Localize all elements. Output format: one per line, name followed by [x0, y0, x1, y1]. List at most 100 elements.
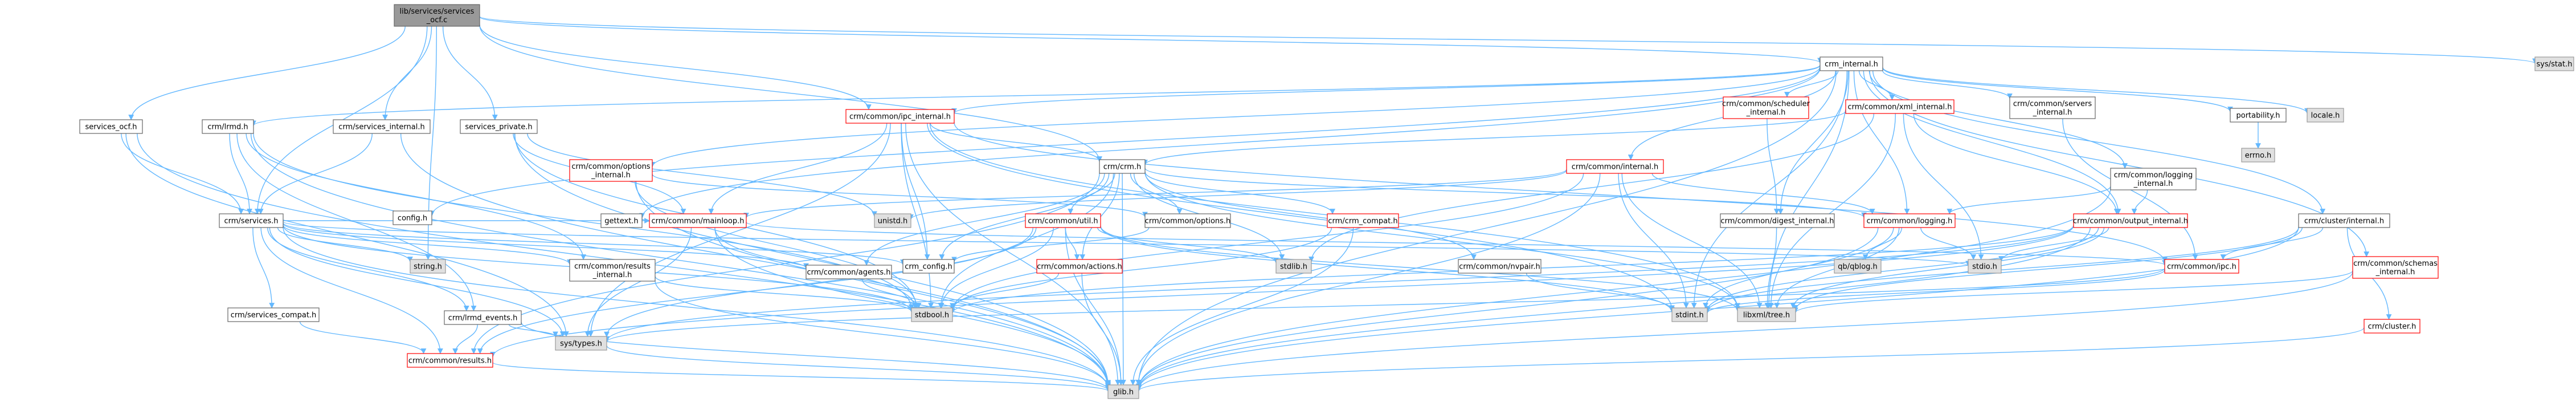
node-crm-cluster-internal-h[interactable]: crm/cluster/internal.h: [2298, 213, 2390, 228]
node-crm-common-schemas-internal-h[interactable]: crm/common/schemas_internal.h: [2352, 256, 2439, 279]
edge-crm_common_util_h-to-stdint_h: [1100, 226, 1675, 313]
node-crm-services-compat-h[interactable]: crm/services_compat.h: [227, 307, 320, 322]
edge-crm_internal_h-to-gettext_h: [639, 67, 1821, 219]
edge-crm_lrmd_events_h-to-sys_types_h: [508, 324, 558, 338]
node-label: crm_config.h: [905, 263, 952, 271]
node-config-h[interactable]: config.h: [392, 210, 432, 225]
node-qb-qblog-h[interactable]: qb/qblog.h: [1834, 259, 1882, 274]
node-crm-common-options-h[interactable]: crm/common/options.h: [1144, 213, 1231, 228]
edge-crm_crm_h-to-crm_common_agents_h: [864, 173, 1105, 266]
node-box: [874, 213, 911, 228]
node-label: _internal.h: [2033, 108, 2072, 117]
node-crm-common-xml-internal-h[interactable]: crm/common/xml_internal.h: [1845, 99, 1955, 114]
node-crm-config-h[interactable]: crm_config.h: [902, 259, 955, 274]
edge-crm_services_compat_h-to-crm_common_results_h: [299, 321, 427, 354]
edge-crm_common_internal_h-to-unistd_h: [908, 170, 1567, 220]
node-label: sys/stat.h: [2537, 60, 2573, 69]
edge-crm_common_util_h-to-crm_common_actions_h: [1065, 227, 1080, 260]
node-crm-cluster-h[interactable]: crm/cluster.h: [2364, 319, 2420, 334]
node-crm-common-ipc-internal-h[interactable]: crm/common/ipc_internal.h: [845, 109, 955, 124]
edge-crm_crm_h-to-libxml_tree_h: [1144, 172, 1740, 309]
edge-crm_common_results_internal_h-to-glib_h: [655, 280, 1111, 389]
node-glib-h[interactable]: glib.h: [1107, 384, 1139, 399]
node-stdlib-h[interactable]: stdlib.h: [1275, 259, 1312, 274]
node-stdint-h[interactable]: stdint.h: [1671, 307, 1708, 322]
node-crm-common-servers-internal-h[interactable]: crm/common/servers_internal.h: [2009, 96, 2096, 119]
node-crm-common-ipc-h[interactable]: crm/common/ipc.h: [2164, 259, 2239, 274]
node-label: crm/common/util.h: [1028, 217, 1098, 226]
edge-crm_lrmd_h-to-crm_services_h: [229, 133, 252, 214]
node-locale-h[interactable]: locale.h: [2307, 108, 2344, 123]
edge-crm_common_mainloop_h-to-crm_common_ipc_h: [746, 221, 2168, 266]
node-box: [227, 307, 320, 322]
node-crm-common-results-h[interactable]: crm/common/results.h: [407, 353, 493, 368]
edge-crm_common_util_h-to-crm_common_results_h: [477, 227, 1033, 354]
node-crm-lrmd-events-h[interactable]: crm/lrmd_events.h: [444, 310, 522, 325]
node-crm-common-util-h[interactable]: crm/common/util.h: [1025, 213, 1101, 228]
node-unistd-h[interactable]: unistd.h: [874, 213, 911, 228]
node-stdio-h[interactable]: stdio.h: [1968, 259, 2002, 274]
node-crm-services-h[interactable]: crm/services.h: [219, 213, 284, 228]
node-portability-h[interactable]: portability.h: [2230, 108, 2287, 123]
node-label: portability.h: [2236, 112, 2280, 120]
edge-crm_common_ipc_internal_h-to-sys_types_h: [588, 123, 891, 337]
node-box: [407, 353, 493, 368]
edge-crm_common_logging_h-to-glib_h: [1136, 227, 1879, 389]
node-label: crm/services.h: [224, 217, 278, 226]
node-box: [2164, 259, 2239, 274]
edge-crm_lrmd_events_h-to-crm_common_results_h: [452, 324, 478, 354]
node-crm-crm-h[interactable]: crm/crm.h: [1099, 159, 1146, 174]
edge-crm_common_options_internal_h-to-glib_h: [635, 181, 1111, 386]
node-label: crm/lrmd.h: [207, 123, 248, 132]
node-services-private-h[interactable]: services_private.h: [460, 119, 538, 134]
node-sys-types-h[interactable]: sys/types.h: [555, 336, 607, 351]
node-crm-common-nvpair-h[interactable]: crm/common/nvpair.h: [1458, 259, 1541, 274]
node-label: lib/services/services: [400, 7, 475, 16]
edge-crm_common_options_internal_h-to-crm_common_options_h: [652, 173, 1148, 218]
node-crm-common-output-internal-h[interactable]: crm/common/output_internal.h: [2073, 213, 2188, 228]
node-crm-internal-h[interactable]: crm_internal.h: [1819, 56, 1883, 71]
node-services-ocf-h[interactable]: services_ocf.h: [79, 119, 143, 134]
node-libxml-tree-h[interactable]: libxml/tree.h: [1737, 307, 1796, 322]
edge-crm_internal_h-to-libxml_tree_h: [1766, 70, 1850, 308]
edges-layer: [121, 16, 2538, 392]
node-crm-common-mainloop-h[interactable]: crm/common/mainloop.h: [649, 213, 747, 228]
node-box: [1025, 213, 1101, 228]
node-label: errno.h: [2245, 152, 2272, 160]
edge-services_ocf_c-to-crm_internal_h: [479, 16, 1823, 64]
node-label: crm/cluster.h: [2368, 323, 2416, 331]
node-label: crm/common/scheduler: [1722, 100, 1810, 108]
node-box: [1737, 307, 1796, 322]
node-crm-lrmd-h[interactable]: crm/lrmd.h: [202, 119, 254, 134]
node-crm-common-scheduler-internal-h[interactable]: crm/common/scheduler_internal.h: [1722, 96, 1810, 119]
node-crm-services-internal-h[interactable]: crm/services_internal.h: [333, 119, 431, 134]
node-errno-h[interactable]: errno.h: [2241, 148, 2275, 163]
node-crm-common-options-internal-h[interactable]: crm/common/options_internal.h: [569, 159, 653, 182]
node-stdbool-h[interactable]: stdbool.h: [911, 307, 953, 322]
edge-crm_common_actions_h-to-stdbool_h: [950, 273, 1060, 309]
node-crm-common-internal-h[interactable]: crm/common/internal.h: [1566, 159, 1664, 174]
node-services-ocf-c[interactable]: lib/services/services_ocf.c: [394, 4, 480, 27]
node-box: [569, 159, 653, 182]
node-label: crm/common/results: [574, 262, 651, 271]
node-crm-crm-compat-h[interactable]: crm/crm_compat.h: [1327, 213, 1399, 228]
node-crm-common-logging-h[interactable]: crm/common/logging.h: [1863, 213, 1956, 228]
edge-crm_common_scheduler_internal_h-to-crm_common_digest_internal_h: [1767, 118, 1780, 214]
node-label: _internal.h: [2375, 268, 2415, 277]
node-crm-common-logging-internal-h[interactable]: crm/common/logging_internal.h: [2110, 168, 2197, 190]
node-gettext-h[interactable]: gettext.h: [600, 213, 643, 228]
edge-crm_internal_h-to-crm_common_options_internal_h: [649, 66, 1821, 168]
edge-crm_cluster_internal_h-to-glib_h: [1136, 227, 2299, 391]
node-crm-common-digest-internal-h[interactable]: crm/common/digest_internal.h: [1720, 213, 1835, 228]
node-sys-stat-h[interactable]: sys/stat.h: [2534, 56, 2574, 71]
node-label: crm/common/servers: [2013, 100, 2092, 108]
node-crm-common-results-internal-h[interactable]: crm/common/results_internal.h: [569, 259, 656, 282]
node-label: _internal.h: [592, 271, 632, 279]
node-box: [1968, 259, 2002, 274]
edge-crm_internal_h-to-crm_common_schemas_internal_h: [1869, 70, 2370, 257]
edge-crm_internal_h-to-crm_cluster_internal_h: [1872, 70, 2326, 214]
node-crm-common-agents-h[interactable]: crm/common/agents.h: [805, 265, 892, 279]
node-box: [1327, 213, 1399, 228]
node-crm-common-actions-h[interactable]: crm/common/actions.h: [1036, 259, 1123, 274]
node-string-h[interactable]: string.h: [410, 259, 446, 274]
